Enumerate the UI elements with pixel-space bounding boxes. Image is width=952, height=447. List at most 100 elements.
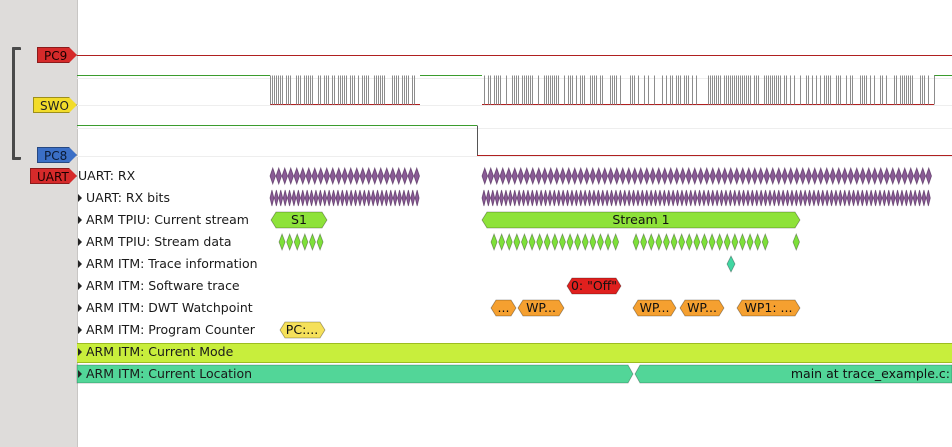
- uart-rx-bit: [846, 189, 852, 207]
- decoder-tag-uart[interactable]: UART: [30, 168, 77, 184]
- uart-rx-frame: [757, 166, 764, 186]
- uart-rx-frame: [383, 166, 390, 186]
- row-label-tpiu-data[interactable]: ARM TPIU: Stream data: [78, 232, 232, 252]
- channel-tag-pc9[interactable]: PC9: [37, 47, 77, 63]
- row-label-itm-dwt[interactable]: ARM ITM: DWT Watchpoint: [78, 298, 253, 318]
- expand-arrow-icon[interactable]: [78, 369, 82, 378]
- stream-data-packet: [604, 232, 612, 252]
- dwt-watchpoint-annotation: [517, 299, 565, 317]
- row-label-itm-location[interactable]: ARM ITM: Current Location: [78, 364, 252, 384]
- uart-rx-bit: [710, 189, 716, 207]
- uart-rx-frame: [535, 166, 542, 186]
- uart-rx-frame: [637, 166, 644, 186]
- uart-rx-bit: [375, 189, 380, 207]
- uart-rx-bit: [635, 189, 641, 207]
- uart-rx-bit: [679, 189, 685, 207]
- uart-rx-frame: [763, 166, 770, 186]
- expand-arrow-icon[interactable]: [78, 259, 82, 268]
- uart-rx-frame: [499, 166, 506, 186]
- expand-arrow-icon[interactable]: [78, 215, 82, 224]
- uart-rx-bit: [675, 189, 680, 207]
- stream-data-packet: [723, 232, 731, 252]
- uart-rx-bit: [657, 189, 663, 207]
- dwt-watchpoint-label: WP...: [640, 300, 670, 315]
- uart-rx-frame: [493, 166, 500, 186]
- uart-rx-bit: [547, 189, 553, 207]
- expand-arrow-icon[interactable]: [78, 237, 82, 246]
- channel-tag-swo-label: SWO: [40, 99, 69, 113]
- uart-rx-frame: [619, 166, 626, 186]
- stream-data-packet: [596, 232, 604, 252]
- uart-rx-frame: [709, 166, 716, 186]
- row-label-itm-trace-info[interactable]: ARM ITM: Trace information: [78, 254, 258, 274]
- uart-rx-bit: [348, 189, 354, 207]
- uart-rx-frame: [481, 166, 488, 186]
- uart-rx-bit: [833, 189, 839, 207]
- uart-rx-bit: [771, 189, 777, 207]
- row-label-tpiu-stream[interactable]: ARM TPIU: Current stream: [78, 210, 249, 230]
- expand-arrow-icon[interactable]: [78, 193, 82, 202]
- stream-data-packet: [558, 232, 566, 252]
- uart-rx-bit: [300, 189, 306, 207]
- uart-rx-bit: [344, 189, 350, 207]
- stream-data-packet: [543, 232, 551, 252]
- uart-rx-frame: [517, 166, 524, 186]
- row-label-uart-rx-bits[interactable]: UART: RX bits: [78, 188, 170, 208]
- uart-rx-bit: [745, 189, 751, 207]
- uart-rx-bit: [692, 189, 698, 207]
- expand-arrow-icon[interactable]: [78, 303, 82, 312]
- uart-rx-bit: [789, 189, 795, 207]
- uart-rx-frame: [523, 166, 530, 186]
- uart-rx-bit: [749, 189, 755, 207]
- uart-rx-bit: [405, 189, 411, 207]
- uart-rx-bit: [807, 189, 812, 207]
- expand-arrow-icon[interactable]: [78, 281, 82, 290]
- uart-rx-frame: [739, 166, 746, 186]
- uart-rx-bit: [357, 189, 363, 207]
- stream-data-packet: [632, 232, 640, 252]
- channel-tag-pc8[interactable]: PC8: [37, 147, 77, 163]
- uart-rx-frame: [395, 166, 402, 186]
- uart-rx-frame: [787, 166, 794, 186]
- uart-rx-bit: [895, 189, 900, 207]
- row-label-itm-sw-trace[interactable]: ARM ITM: Software trace: [78, 276, 240, 296]
- uart-rx-frame: [841, 166, 848, 186]
- uart-rx-bit: [538, 189, 544, 207]
- expand-arrow-icon[interactable]: [78, 325, 82, 334]
- uart-rx-frame: [601, 166, 608, 186]
- row-label-itm-pc-text: ARM ITM: Program Counter: [86, 322, 255, 337]
- uart-rx-bit: [824, 189, 830, 207]
- uart-rx-frame: [715, 166, 722, 186]
- uart-rx-bit: [855, 189, 861, 207]
- uart-rx-bit: [899, 189, 905, 207]
- uart-rx-frame: [335, 166, 342, 186]
- uart-rx-frame: [721, 166, 728, 186]
- uart-rx-bit: [401, 189, 407, 207]
- row-label-uart-rx[interactable]: UART: RX: [78, 166, 135, 186]
- uart-rx-frame: [353, 166, 360, 186]
- row-label-itm-pc[interactable]: ARM ITM: Program Counter: [78, 320, 255, 340]
- expand-arrow-icon[interactable]: [78, 347, 82, 356]
- uart-rx-bit: [670, 189, 676, 207]
- uart-rx-bit: [925, 189, 931, 207]
- uart-rx-bit: [560, 189, 566, 207]
- uart-rx-frame: [697, 166, 704, 186]
- dwt-watchpoint-annotation: [632, 299, 677, 317]
- uart-rx-bit: [388, 189, 394, 207]
- uart-rx-bit: [534, 189, 540, 207]
- uart-rx-frame: [565, 166, 572, 186]
- uart-rx-frame: [859, 166, 866, 186]
- uart-rx-bit: [507, 189, 513, 207]
- stream-data-packet: [738, 232, 746, 252]
- dwt-watchpoint-annotation: [490, 299, 517, 317]
- uart-rx-bit: [886, 189, 892, 207]
- uart-rx-frame: [595, 166, 602, 186]
- stream-data-packet: [670, 232, 678, 252]
- uart-rx-bit: [521, 189, 526, 207]
- row-label-itm-mode[interactable]: ARM ITM: Current Mode: [78, 342, 233, 362]
- stream-data-packet: [520, 232, 528, 252]
- uart-rx-frame: [649, 166, 656, 186]
- channel-tag-swo[interactable]: SWO: [33, 97, 77, 113]
- uart-rx-frame: [293, 166, 300, 186]
